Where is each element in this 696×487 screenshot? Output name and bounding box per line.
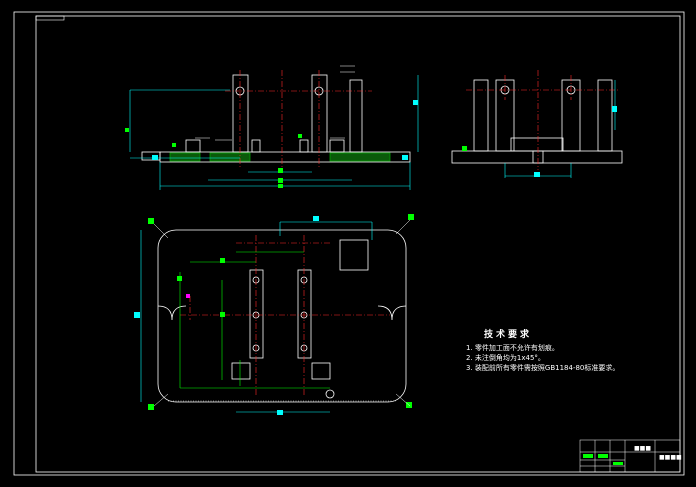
notes-title: 技术要求 <box>484 330 533 340</box>
title-block-name: ■■■ <box>634 445 652 452</box>
sheet-corner-tab <box>35 15 65 21</box>
plan-view-markers <box>134 214 414 415</box>
technical-requirements: 技术要求 1. 零件加工面不允许有划痕。 2. 未注倒角均为1x45°。 3. … <box>466 330 619 373</box>
front-view-leaders <box>195 65 355 141</box>
front-view <box>141 74 411 163</box>
note-item-2: 2. 未注倒角均为1x45°。 <box>466 354 545 362</box>
sheet-outer-border <box>13 11 685 476</box>
front-view-dimensions <box>129 75 419 190</box>
plan-view-centerlines <box>180 235 390 395</box>
side-view-dimensions <box>504 80 616 178</box>
title-block-code: ■■■■ <box>659 454 682 461</box>
sheet-inner-border <box>35 15 681 473</box>
plan-view <box>157 229 407 403</box>
title-block <box>579 439 681 473</box>
side-view <box>451 79 623 164</box>
side-view-markers <box>462 106 617 177</box>
plan-view-inner-lines <box>179 251 330 389</box>
title-block-fill <box>583 454 623 465</box>
note-item-1: 1. 零件加工面不允许有划痕。 <box>466 344 559 352</box>
front-view-centerlines <box>225 70 372 168</box>
plan-view-dimensions <box>140 221 373 413</box>
side-view-centerlines <box>466 70 618 170</box>
note-item-3: 3. 装配前所有零件需按照GB1184-80标准要求。 <box>466 364 620 372</box>
plan-view-leaders <box>153 219 411 407</box>
front-view-markers <box>125 100 418 188</box>
